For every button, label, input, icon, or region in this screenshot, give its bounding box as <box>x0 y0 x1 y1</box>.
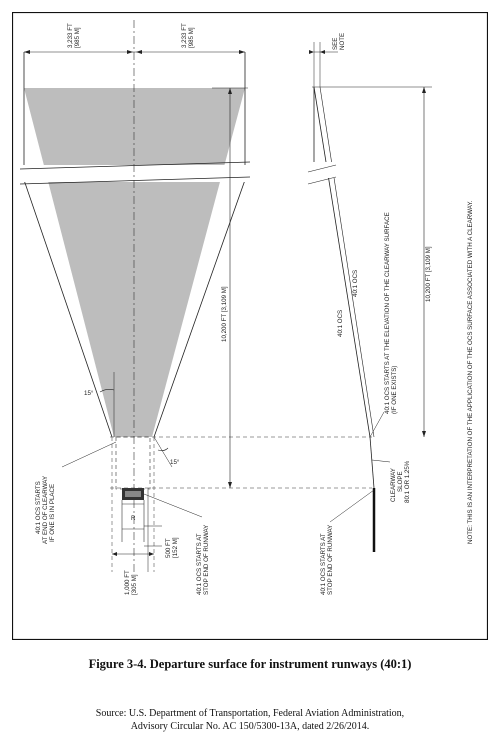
clearway-note-line-3: IF ONE IS IN PLACE <box>49 484 56 542</box>
start-width-label: 1,000 FT <box>124 570 131 595</box>
leader-profile-stop <box>329 489 375 523</box>
half-width-left-m-label: [985 M] <box>74 27 81 48</box>
leader-clearway-slope <box>371 459 391 463</box>
clearway-slope-line-2: SLOPE <box>397 471 404 492</box>
break-line-bottom <box>19 176 251 185</box>
clearway-slope-line <box>369 436 375 489</box>
profile-stop-note-2: STOP END OF RUNWAY <box>327 525 334 595</box>
arrow <box>309 50 314 54</box>
runway-stub-inner <box>125 491 141 497</box>
arrow <box>422 87 426 93</box>
clearway-elevation-line-2: (IF ONE EXISTS) <box>391 366 398 414</box>
ocs-left-edge <box>23 179 113 438</box>
plan-length-label: 10,200 FT [3,109 M] <box>221 286 228 342</box>
clearway-box <box>115 436 151 490</box>
clearway-slope-line-3: 80:1 OR 1.25% <box>404 460 411 503</box>
profile-break-line <box>307 164 337 173</box>
arrow <box>228 482 232 488</box>
break-band <box>22 165 248 182</box>
ocs-slope-line-2 <box>319 86 375 438</box>
leader-stop-note <box>143 493 203 518</box>
figure-source: Source: U.S. Department of Transportatio… <box>0 707 500 733</box>
arrow <box>239 50 245 54</box>
arrow <box>127 50 133 54</box>
offset-label: 500 FT <box>165 538 172 558</box>
profile-break-line <box>307 176 337 185</box>
profile-length-label: 10,200 FT [3,109 M] <box>425 246 432 302</box>
half-width-right-label: 3,233 FT <box>181 23 188 48</box>
runway-cl-label: R <box>131 515 136 522</box>
slope-label-inner: 40:1 OCS <box>352 270 359 297</box>
profile-break <box>308 162 338 178</box>
offset-m-label: [152 M] <box>172 537 179 558</box>
stop-note-line-2: STOP END OF RUNWAY <box>203 525 210 595</box>
arrow <box>149 552 154 556</box>
slope-label-outer: 40:1 OCS <box>337 310 344 337</box>
source-line-2: Advisory Circular No. AC 150/5300-13A, d… <box>130 721 370 732</box>
angle-arc-top <box>99 389 115 393</box>
figure-caption: Figure 3-4. Departure surface for instru… <box>88 657 412 671</box>
profile-stop-note-1: 40:1 OCS STARTS AT <box>320 533 327 595</box>
arrow <box>422 431 426 437</box>
arrow <box>24 50 30 54</box>
break-line-top <box>19 161 251 170</box>
angle-arc-bottom <box>157 447 169 451</box>
clearway-note-line-2: AT END OF CLEARWAY <box>42 476 49 544</box>
half-width-right-m-label: [985 M] <box>188 27 195 48</box>
clearway-elevation-line-1: 40:1 OCS STARTS AT THE ELEVATION OF THE … <box>384 212 391 414</box>
leader-clearway-elevation <box>369 411 385 438</box>
departure-surface-diagram: R 3,233 FT [985 M] 3,233 FT [985 M] 10,2… <box>12 12 488 640</box>
arrow <box>136 50 142 54</box>
start-width-m-label: [305 M] <box>131 574 138 595</box>
arrow <box>320 50 325 54</box>
profile-note: NOTE: THIS IS AN INTERPRETATION OF THE A… <box>467 200 474 544</box>
arrow <box>112 552 117 556</box>
stop-note-line-1: 40:1 OCS STARTS AT <box>196 533 203 595</box>
arrow <box>228 88 232 94</box>
ocs-slope-line-1 <box>313 86 371 438</box>
clearway-slope-line-1: CLEARWAY <box>390 468 397 502</box>
source-line-1: Source: U.S. Department of Transportatio… <box>95 708 405 719</box>
see-note-line-1: SEE <box>332 38 339 50</box>
clearway-note-line-1: 40:1 OCS STARTS <box>35 481 42 534</box>
angle-top-label: 15° <box>84 390 94 397</box>
angle-bottom-label: 15° <box>170 459 180 466</box>
leader-clearway-note <box>61 441 117 468</box>
see-note-line-2: NOTE <box>339 33 346 50</box>
half-width-left-label: 3,233 FT <box>67 23 74 48</box>
angle-ref <box>153 436 173 468</box>
